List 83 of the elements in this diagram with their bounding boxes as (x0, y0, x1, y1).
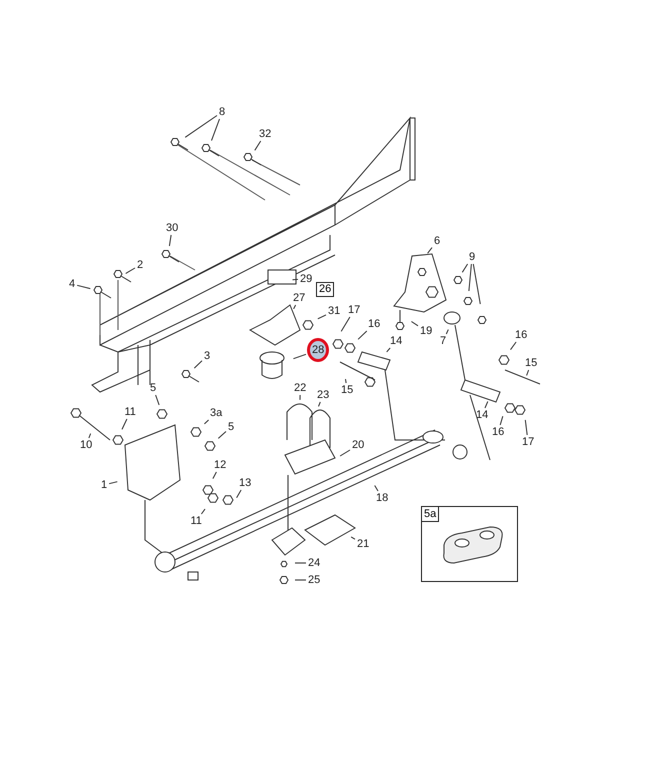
callout-number: 20 (351, 439, 366, 451)
callout-number: 11 (190, 515, 203, 527)
leader-line (122, 418, 128, 430)
callout-number: 16 (491, 426, 506, 438)
callout-number: 3 (203, 350, 212, 362)
leader-line (472, 264, 481, 305)
callout-number: 19 (419, 325, 434, 337)
callout-number: 12 (213, 459, 228, 471)
callout-number: 5 (227, 421, 236, 433)
callout-number: 30 (165, 222, 180, 234)
callout-number: 4 (68, 278, 76, 290)
callout-number: 3a (209, 407, 224, 419)
inset-panel (421, 506, 518, 582)
callout-number: 31 (327, 305, 342, 317)
reference-number: 26 (316, 282, 334, 296)
leader-line (386, 348, 391, 352)
callout-number: 28 (307, 338, 330, 362)
leader-line (294, 562, 306, 564)
callout-number: 6 (433, 235, 442, 247)
leader-line (212, 472, 217, 480)
leader-line (292, 354, 306, 360)
callout-number: 2 (136, 259, 144, 271)
callout-number: 16 (367, 318, 382, 330)
callout-number: 17 (521, 436, 536, 448)
callout-number: 18 (375, 492, 390, 504)
callout-number: 15 (524, 357, 538, 369)
leader-line (410, 321, 418, 326)
leader-line (484, 400, 488, 408)
callout-number: 14 (389, 335, 404, 347)
leader-line (155, 394, 160, 406)
leader-line (194, 360, 202, 369)
leader-line (317, 314, 326, 320)
leader-line (526, 370, 530, 376)
callout-number: 15 (340, 384, 354, 396)
leader-line (204, 420, 210, 424)
leader-line (500, 416, 504, 426)
leader-line (76, 284, 91, 290)
callout-number: 8 (218, 106, 226, 118)
leader-line (427, 247, 432, 254)
callout-number: 5 (149, 382, 158, 394)
leader-line (350, 536, 356, 540)
leader-line (184, 115, 218, 138)
leader-line (340, 450, 350, 456)
callout-number: 25 (307, 574, 322, 586)
leader-line (524, 419, 528, 436)
leader-line (345, 378, 347, 384)
leader-line (108, 481, 118, 484)
leader-line (125, 268, 136, 274)
callout-number: 1 (100, 479, 108, 491)
leader-line (88, 433, 92, 438)
callout-number: 22 (293, 382, 308, 394)
leader-line (358, 330, 368, 340)
callout-number: 32 (258, 128, 272, 140)
callout-number: 13 (238, 477, 252, 489)
leader-line (236, 490, 242, 498)
callout-number: 7 (439, 335, 448, 347)
callout-number: 14 (475, 409, 490, 421)
leader-line (446, 329, 449, 334)
leader-line (462, 264, 468, 273)
leader-line (200, 508, 206, 514)
callout-number: 17 (347, 304, 362, 316)
callout-number: 24 (307, 557, 322, 569)
leader-line (340, 316, 350, 332)
leader-line (318, 402, 321, 407)
leader-line (292, 278, 298, 280)
inset-callout-number: 5a (422, 507, 440, 522)
callout-number: 9 (468, 251, 476, 263)
callout-number: 23 (316, 389, 330, 401)
callout-number: 29 (299, 273, 314, 285)
leader-line (374, 485, 378, 492)
callout-number: 16 (514, 329, 528, 341)
callout-number: 10 (79, 439, 94, 451)
leader-line (168, 234, 172, 246)
leader-line (218, 431, 226, 439)
leader-line (468, 264, 472, 292)
callout-number: 21 (356, 538, 370, 550)
leader-line (211, 118, 220, 142)
leader-line (300, 394, 301, 400)
leader-line (293, 304, 296, 310)
leader-line (254, 140, 262, 151)
leader-line (510, 342, 517, 350)
callout-number: 27 (292, 292, 306, 304)
callout-number: 11 (124, 406, 137, 418)
